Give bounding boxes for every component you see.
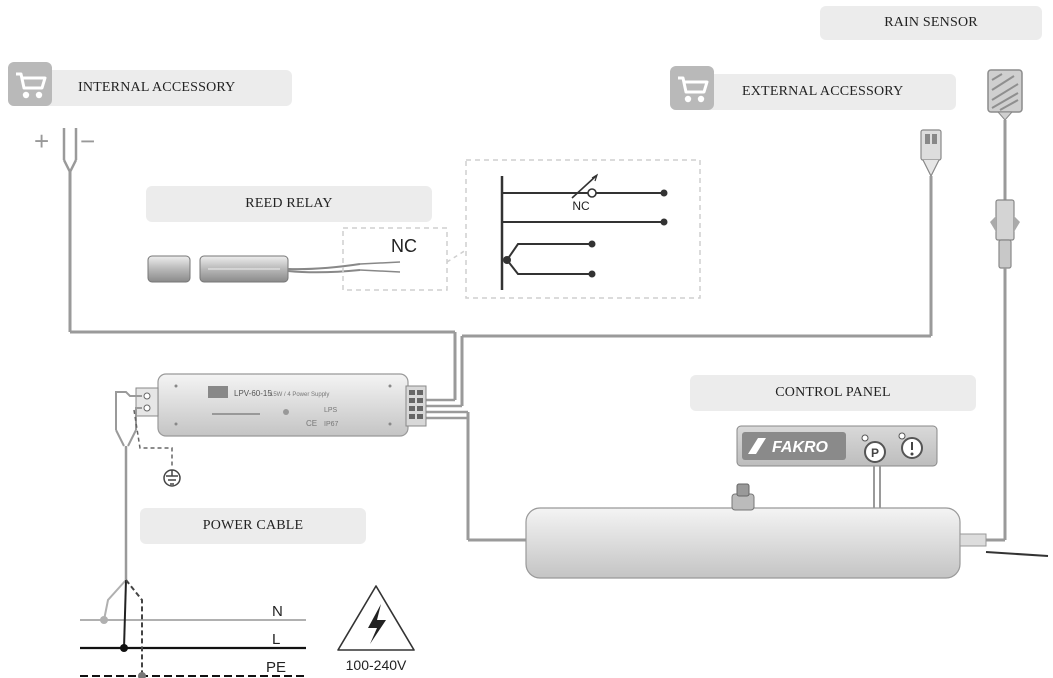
stop-button[interactable]	[898, 432, 923, 459]
svg-text:L: L	[272, 631, 280, 648]
svg-text:NC: NC	[572, 199, 590, 213]
power-cable-label: POWER CABLE	[140, 508, 366, 544]
rain-sensor-device	[987, 69, 1023, 121]
shopping-cart-icon[interactable]	[8, 62, 52, 106]
control-panel-keypad[interactable]: FAKRO P	[736, 425, 938, 467]
high-voltage-warning-icon	[337, 585, 415, 651]
rain-sensor-connector	[990, 199, 1020, 269]
shopping-cart-icon[interactable]	[670, 66, 714, 110]
svg-text:LPV-60-15: LPV-60-15	[234, 389, 272, 398]
svg-text:N: N	[272, 603, 283, 620]
internal-accessory-label: INTERNAL ACCESSORY	[8, 70, 292, 106]
power-supply-unit: LPV-60-15 15W / 4 Power Supply LPS IP67 …	[135, 373, 427, 437]
control-panel-label: CONTROL PANEL	[690, 375, 976, 411]
svg-text:PE: PE	[266, 659, 286, 676]
rain-sensor-label: RAIN SENSOR	[820, 6, 1042, 40]
chain-actuator	[525, 483, 1049, 579]
plus-symbol: +	[34, 126, 49, 156]
reed-relay-sensor	[199, 255, 289, 283]
minus-symbol: −	[80, 126, 95, 156]
reed-relay-label: REED RELAY	[146, 186, 432, 222]
svg-text:IP67: IP67	[324, 421, 339, 428]
voltage-label: 100-240V	[346, 657, 407, 673]
svg-text:15W / 4 Power Supply: 15W / 4 Power Supply	[270, 392, 329, 398]
mains-input-wiring	[115, 391, 142, 580]
internal-accessory-plug	[62, 128, 78, 175]
reed-relay-magnet	[147, 255, 191, 283]
p-button[interactable]: P	[861, 434, 886, 463]
ground-symbol-icon	[163, 469, 181, 487]
svg-text:CE: CE	[306, 419, 317, 428]
svg-text:P: P	[871, 446, 879, 460]
relay-schematic: NC	[465, 159, 701, 299]
external-accessory-label: EXTERNAL ACCESSORY	[670, 74, 956, 110]
svg-text:LPS: LPS	[324, 407, 338, 414]
mains-lines: N L PE	[80, 579, 306, 678]
external-accessory-plug	[920, 129, 942, 178]
reed-relay-nc-box: NC	[342, 227, 448, 291]
svg-text:FAKRO: FAKRO	[772, 439, 829, 456]
svg-text:NC: NC	[391, 236, 417, 256]
